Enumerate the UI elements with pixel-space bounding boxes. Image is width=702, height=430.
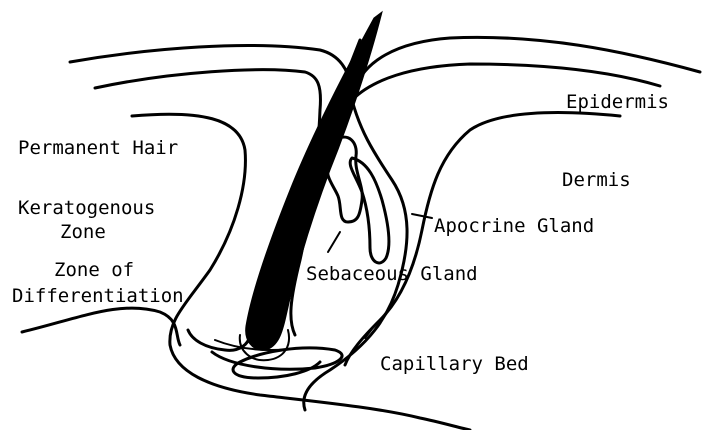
label-capillary-bed: Capillary Bed	[380, 353, 529, 375]
apocrine-duct	[345, 113, 620, 365]
epidermis-outer-right	[355, 37, 700, 88]
follicle-outer-left-wall	[22, 308, 180, 345]
label-permanent-hair: Permanent Hair	[18, 137, 178, 159]
label-zone-of-differentiation-line1: Zone of	[54, 259, 134, 281]
sebaceous-gland	[327, 137, 389, 263]
label-dermis: Dermis	[562, 169, 631, 191]
epidermis-outer-left	[70, 46, 352, 88]
sebaceous-lobe-2	[350, 158, 389, 263]
epidermis-inner-left	[95, 70, 320, 110]
label-keratogenous-line1: Keratogenous	[18, 197, 155, 219]
apocrine-leader-line	[412, 214, 432, 218]
sebaceous-leader-line	[328, 232, 340, 252]
label-keratogenous-line2: Zone	[60, 221, 106, 243]
apocrine-gland	[345, 113, 620, 365]
label-apocrine-gland: Apocrine Gland	[434, 215, 594, 237]
hair-shaft-fill	[246, 12, 382, 350]
label-sebaceous-gland: Sebaceous Gland	[306, 263, 478, 285]
label-epidermis: Epidermis	[566, 91, 669, 113]
label-zone-of-differentiation-line2: Differentiation	[12, 285, 184, 307]
